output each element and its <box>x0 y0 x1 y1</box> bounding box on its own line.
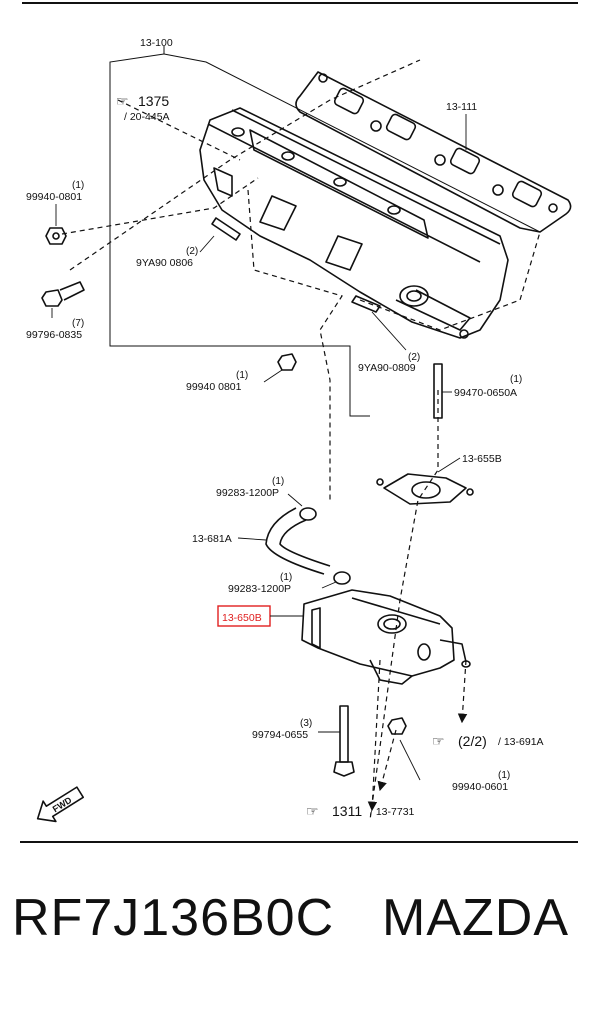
svg-text:9YA90-0809: 9YA90-0809 <box>358 362 416 374</box>
clamp-99283-1200p-bottom: (1) 99283-1200P <box>228 571 351 595</box>
svg-text:(2): (2) <box>408 352 420 363</box>
svg-text:/ 20-445A: / 20-445A <box>124 111 170 123</box>
nut-99940-0801-mid: (1) 99940 0801 <box>186 353 297 393</box>
svg-text:99283-1200P: 99283-1200P <box>228 583 291 595</box>
svg-text:9YA90 0806: 9YA90 0806 <box>136 257 193 269</box>
throttle-body-13-650b <box>301 589 471 685</box>
svg-text:13-655B: 13-655B <box>462 453 502 465</box>
svg-text:(3): (3) <box>300 718 312 729</box>
brand-text: MAZDA <box>382 889 569 947</box>
nut-99940-0601: (1) 99940-0601 <box>387 717 510 793</box>
svg-text:(1): (1) <box>272 476 284 487</box>
intake-manifold <box>199 107 509 339</box>
svg-text:☞: ☞ <box>306 803 319 819</box>
svg-text:99940 0801: 99940 0801 <box>186 381 242 393</box>
svg-text:(1): (1) <box>510 374 522 385</box>
clamp-99283-1200p-top: (1) 99283-1200P <box>216 476 317 521</box>
svg-text:99796-0835: 99796-0835 <box>26 329 82 341</box>
svg-text:99940-0601: 99940-0601 <box>452 781 508 793</box>
bolt-99796-0835: (7) 99796-0835 <box>26 281 85 341</box>
svg-text:13-681A: 13-681A <box>192 533 232 545</box>
reference-callout-1311: ☞ 1311 / 13-7731 <box>306 803 415 819</box>
svg-text:(7): (7) <box>72 318 84 329</box>
svg-text:1375: 1375 <box>138 93 169 109</box>
svg-text:(1): (1) <box>280 572 292 583</box>
part-number-text: RF7J136B0C <box>12 889 335 947</box>
reference-callout-1375: ☞ 1375 / 20-445A <box>116 93 170 123</box>
gasket-13-655b: 13-655B <box>376 453 502 505</box>
assembly-group-outline <box>109 46 541 417</box>
footer: RF7J136B0C MAZDA <box>0 888 600 978</box>
svg-text:☞: ☞ <box>432 733 445 749</box>
stud-99470-0650a: (1) 99470-0650A <box>433 363 522 419</box>
group-label: 13-100 <box>140 37 173 49</box>
reference-callout-13-691a: ☞ (2/2) / 13-691A <box>432 733 544 749</box>
svg-text:99283-1200P: 99283-1200P <box>216 487 279 499</box>
hose-13-681a: 13-681A <box>192 507 331 575</box>
forward-direction-arrow: FWD <box>36 786 85 823</box>
svg-text:99940-0801: 99940-0801 <box>26 191 82 203</box>
svg-text:/ 13-691A: / 13-691A <box>498 736 544 748</box>
routing-dashed-lines <box>61 59 541 821</box>
svg-text:(2): (2) <box>186 246 198 257</box>
svg-text:☞: ☞ <box>116 93 129 109</box>
manifold-gasket <box>295 71 572 233</box>
exploded-parts-diagram: 13-100 13-111 <box>20 2 578 843</box>
svg-text:(1): (1) <box>72 180 84 191</box>
svg-text:1311: 1311 <box>332 803 362 819</box>
svg-text:FWD: FWD <box>51 795 74 815</box>
stud-9ya90-0809: (2) 9YA90-0809 <box>351 295 420 374</box>
svg-text:/ 13-7731: / 13-7731 <box>370 806 415 818</box>
svg-text:(1): (1) <box>236 370 248 381</box>
highlighted-part-label: 13-650B <box>222 612 262 624</box>
svg-text:99794-0655: 99794-0655 <box>252 729 308 741</box>
nut-99940-0801-top: (1) 99940-0801 <box>26 180 84 245</box>
gasket-label: 13-111 <box>446 101 477 113</box>
stud-9ya90-0806: (2) 9YA90 0806 <box>136 217 241 269</box>
bolt-99794-0655: (3) 99794-0655 <box>252 705 355 777</box>
svg-text:99470-0650A: 99470-0650A <box>454 387 517 399</box>
svg-text:(1): (1) <box>498 770 510 781</box>
svg-text:(2/2): (2/2) <box>458 733 487 749</box>
